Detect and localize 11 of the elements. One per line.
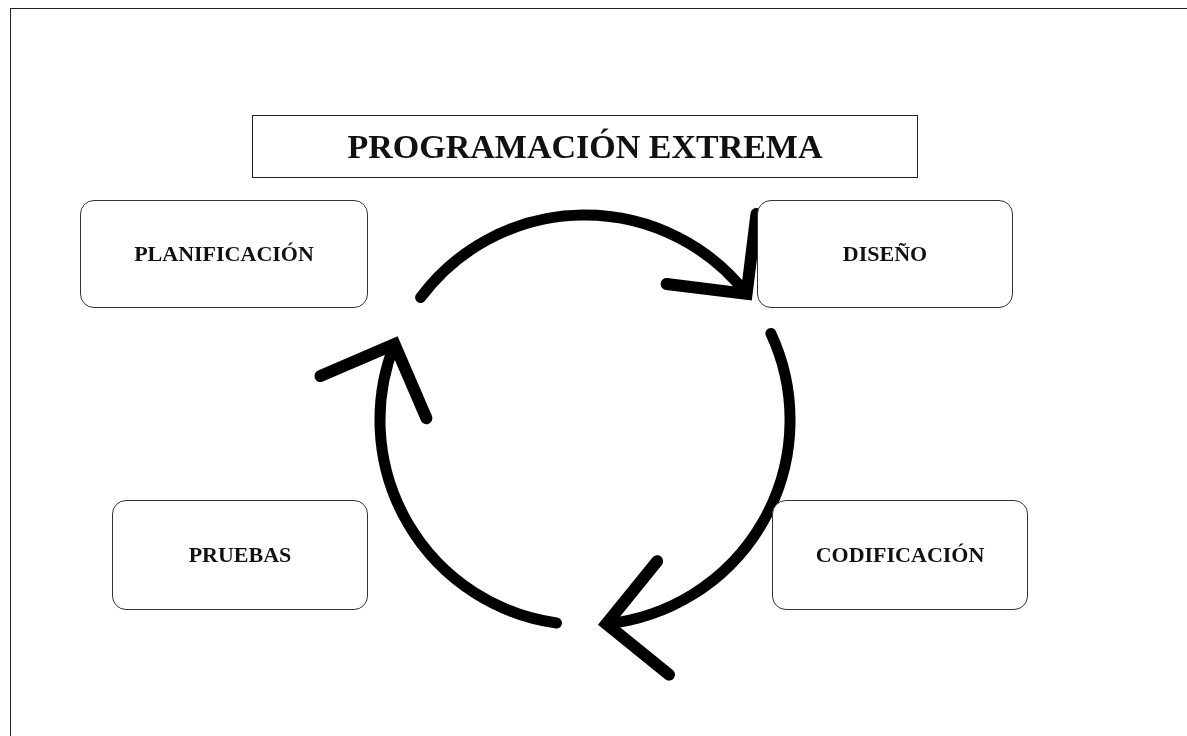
process-box bbox=[772, 500, 1028, 610]
curved-arrow bbox=[415, 207, 758, 303]
box-label: DISEÑO bbox=[842, 241, 928, 267]
diagram-title: PROGRAMACIÓN EXTREMA bbox=[347, 127, 823, 166]
box-label: PRUEBAS bbox=[188, 542, 292, 568]
process-box bbox=[112, 500, 368, 610]
box-label: PLANIFICACIÓN bbox=[134, 241, 314, 267]
process-box bbox=[757, 200, 1013, 308]
process-box bbox=[80, 200, 368, 308]
curved-arrow bbox=[316, 338, 562, 629]
box-label: CODIFICACIÓN bbox=[815, 542, 985, 568]
